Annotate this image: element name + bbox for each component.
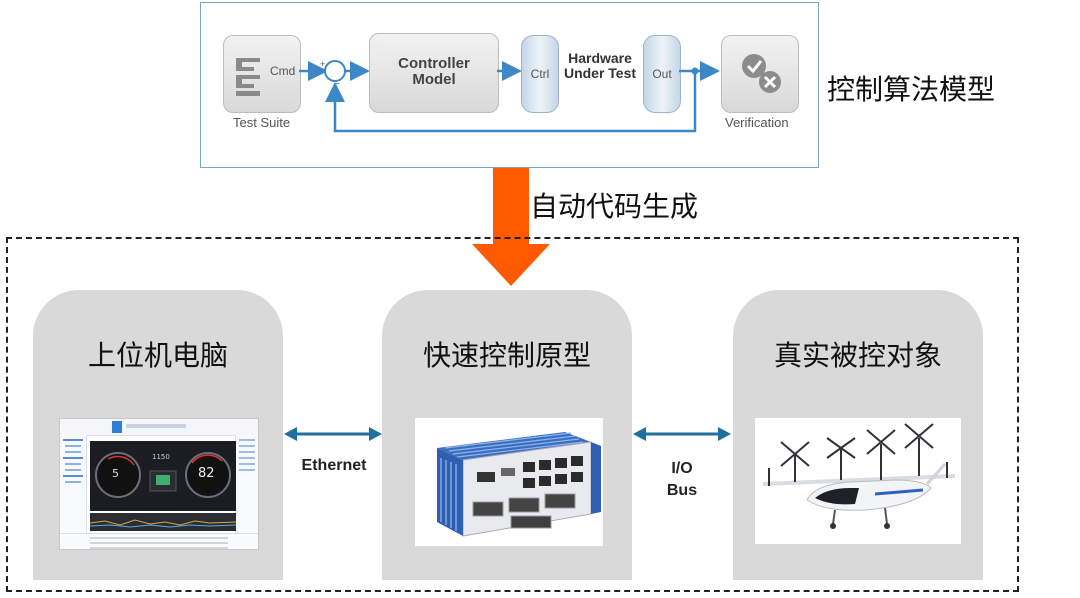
sum-plus-sign: +: [320, 59, 325, 69]
host-software-screenshot: 5 82 1150: [59, 418, 259, 550]
rcp-device-icon: [437, 432, 601, 537]
io-bus-label: I/O Bus: [650, 458, 714, 502]
ctrl-port: Ctrl: [521, 35, 559, 113]
io-bus-label-line1: I/O: [671, 460, 693, 477]
ethernet-link-arrow: [284, 427, 382, 441]
codegen-label: 自动代码生成: [530, 190, 699, 223]
controller-model-label: Controller Model: [398, 55, 470, 88]
speed-right-value: 82: [198, 466, 215, 481]
speed-left-value: 5: [112, 467, 119, 480]
hil-diagram-box: Cmd Test Suite Controller Model Ctrl Har…: [200, 2, 819, 168]
test-suite-label: Test Suite: [233, 115, 291, 130]
cmd-label: Cmd: [270, 64, 296, 78]
signal-plot-strip: [90, 513, 236, 531]
controller-model-block: Controller Model: [369, 33, 499, 113]
center-readout: 1150: [152, 453, 170, 461]
codegen-arrow: [472, 168, 550, 286]
out-port: Out: [643, 35, 681, 113]
ctrl-label: Ctrl: [530, 67, 550, 81]
rcp-title: 快速控制原型: [422, 339, 591, 372]
test-suite-block: Cmd: [223, 35, 301, 113]
evtol-aircraft-icon: [762, 423, 956, 529]
rcp-hardware-photo: [415, 418, 603, 546]
plant-panel: 真实被控对象: [733, 290, 983, 580]
host-pc-title: 上位机电脑: [87, 339, 228, 372]
software-property-panel: [235, 435, 258, 533]
test-suite-icon: [236, 58, 260, 96]
software-data-table: [60, 533, 258, 549]
check-cross-icon: [742, 54, 781, 93]
rcp-panel: 快速控制原型: [382, 290, 632, 580]
algo-model-label: 控制算法模型: [827, 73, 996, 106]
verification-block: [721, 35, 799, 113]
out-label: Out: [652, 67, 672, 81]
ethernet-label: Ethernet: [301, 457, 367, 474]
evtol-aircraft-photo: [755, 418, 961, 544]
software-toolbar: [60, 419, 258, 436]
host-pc-panel: 上位机电脑: [33, 290, 283, 580]
hardware-under-test-label: Hardware Under Test: [563, 50, 637, 81]
verification-label: Verification: [725, 115, 789, 130]
io-bus-label-line2: Bus: [666, 482, 698, 499]
system-boundary: [6, 237, 1019, 592]
instrument-cluster: 5 82 1150: [90, 441, 236, 511]
signal-lines: + −: [299, 59, 720, 133]
plant-title: 真实被控对象: [773, 339, 942, 372]
io-bus-link-arrow: [633, 427, 731, 441]
software-tree-panel: [60, 435, 87, 533]
